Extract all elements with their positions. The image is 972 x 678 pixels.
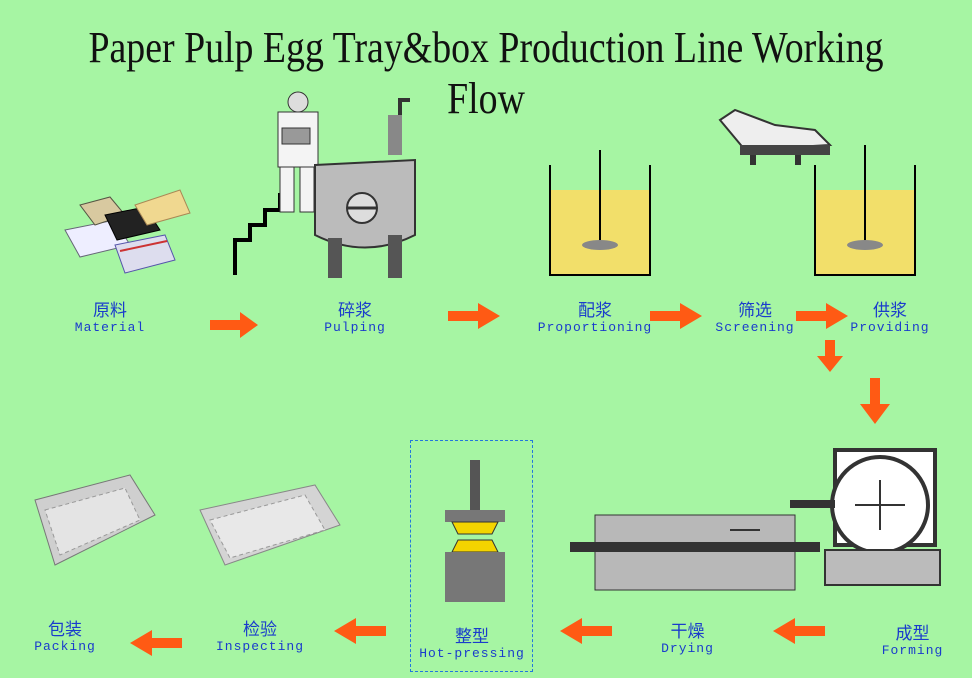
step-label-en: Pulping — [300, 321, 410, 335]
arrow-forming-to-drying — [773, 618, 825, 644]
arrow-providing-down-2 — [860, 378, 890, 424]
step-label-cn: 整型 — [412, 628, 532, 647]
step-label-cn: 碎浆 — [300, 302, 410, 321]
step-label-cn: 供浆 — [840, 302, 940, 321]
arrow-hotpress-to-inspecting — [334, 618, 386, 644]
arrow-providing-down-1 — [817, 340, 843, 372]
step-inspecting: 检验 Inspecting — [210, 621, 310, 654]
arrow-material-to-pulping — [210, 312, 258, 338]
step-label-en: Drying — [640, 642, 735, 656]
step-label-en: Inspecting — [210, 640, 310, 654]
step-pulping: 碎浆 Pulping — [300, 302, 410, 335]
step-providing: 供浆 Providing — [840, 302, 940, 335]
step-label-cn: 原料 — [55, 302, 165, 321]
step-label-en: Proportioning — [530, 321, 660, 335]
arrow-pulping-to-proportioning — [448, 303, 500, 329]
step-label-en: Screening — [705, 321, 805, 335]
step-label-en: Providing — [840, 321, 940, 335]
step-label-en: Forming — [865, 644, 960, 658]
step-label-en: Material — [55, 321, 165, 335]
step-label-cn: 筛选 — [705, 302, 805, 321]
step-label-cn: 包装 — [20, 621, 110, 640]
step-label-cn: 干燥 — [640, 623, 735, 642]
step-label-cn: 检验 — [210, 621, 310, 640]
step-label-cn: 配浆 — [530, 302, 660, 321]
step-drying: 干燥 Drying — [640, 623, 735, 656]
step-label-cn: 成型 — [865, 625, 960, 644]
step-hot-pressing: 整型 Hot-pressing — [412, 628, 532, 661]
step-packing: 包装 Packing — [20, 621, 110, 654]
step-forming: 成型 Forming — [865, 625, 960, 658]
step-label-en: Hot-pressing — [412, 647, 532, 661]
arrow-inspecting-to-packing — [130, 630, 182, 656]
step-label-en: Packing — [20, 640, 110, 654]
step-screening: 筛选 Screening — [705, 302, 805, 335]
step-proportioning: 配浆 Proportioning — [530, 302, 660, 335]
arrow-drying-to-hotpress — [560, 618, 612, 644]
step-material: 原料 Material — [55, 302, 165, 335]
